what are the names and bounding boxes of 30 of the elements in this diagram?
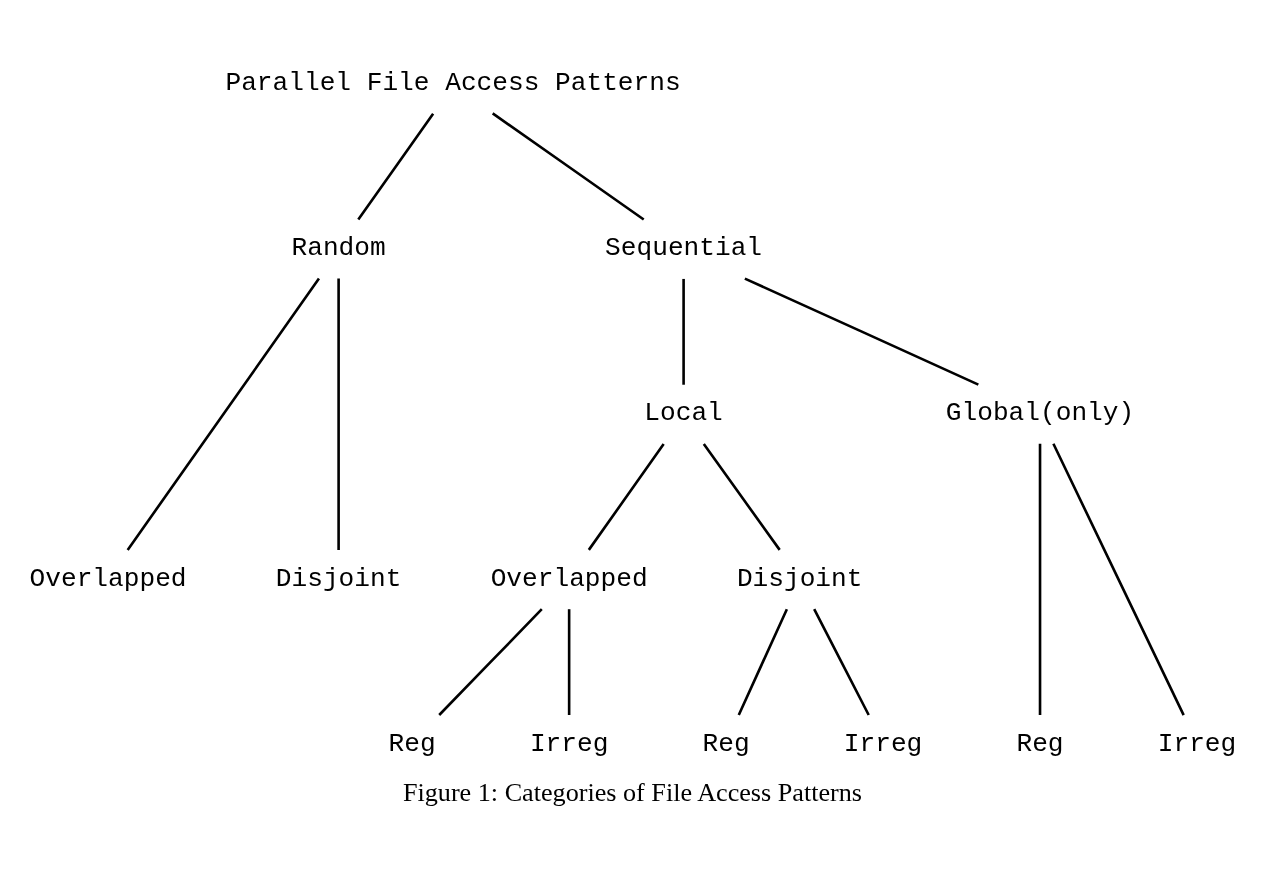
- node-text: Overlapped: [29, 563, 187, 594]
- node-text: Disjoint: [736, 563, 863, 594]
- node-text: Irreg: [529, 728, 609, 759]
- connector: [702, 442, 781, 551]
- connector: [813, 608, 870, 716]
- connector: [587, 442, 665, 551]
- connector: [438, 607, 543, 716]
- node-text: Reg: [702, 728, 750, 759]
- connector: [567, 608, 571, 715]
- connector: [744, 276, 979, 386]
- connector: [357, 112, 435, 220]
- node-text: Local: [644, 397, 723, 428]
- node-text: Irreg: [843, 728, 923, 759]
- connector: [737, 608, 789, 716]
- connector: [1052, 442, 1185, 716]
- node-text: Reg: [1016, 728, 1064, 759]
- node-text: Parallel File Access Patterns: [225, 67, 681, 98]
- connector: [337, 278, 340, 550]
- node-text: Disjoint: [275, 563, 402, 594]
- connector: [682, 278, 685, 385]
- node-text: Sequential: [605, 232, 763, 263]
- connector: [491, 111, 645, 221]
- node-text: Overlapped: [490, 563, 648, 594]
- node-text: Random: [291, 232, 386, 263]
- caption: Figure 1: Categories of File Access Patterns: [402, 777, 863, 807]
- connector: [126, 277, 321, 551]
- node-text: Reg: [388, 728, 436, 759]
- node-text: Global(only): [945, 397, 1135, 428]
- connector: [1038, 443, 1042, 715]
- node-text: Irreg: [1157, 728, 1237, 759]
